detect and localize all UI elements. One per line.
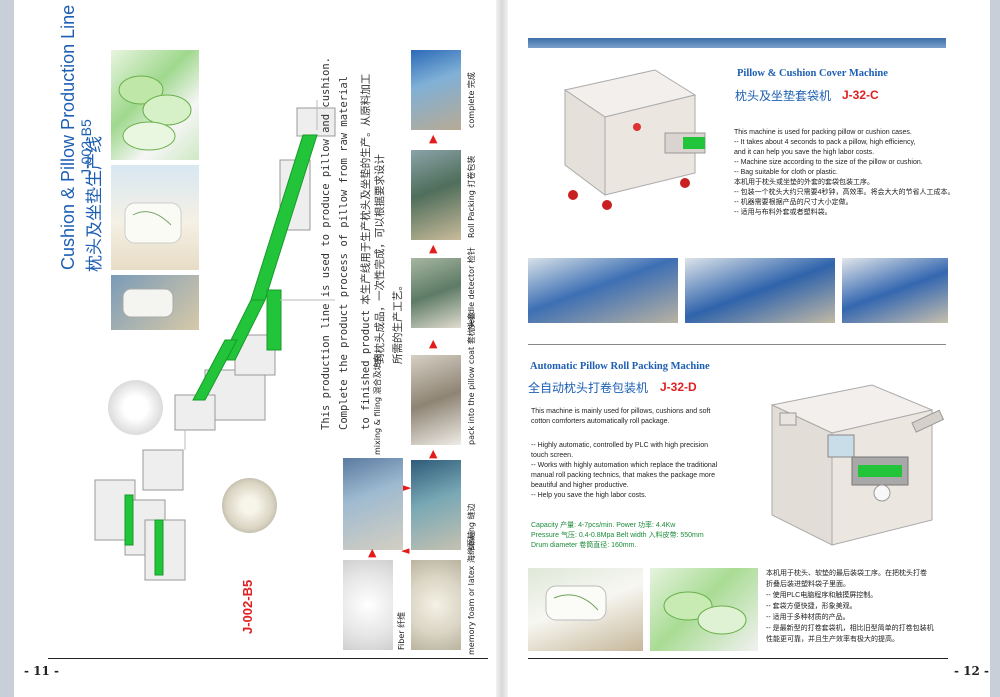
machine2-cn-text: 本机用于枕头、软垫的最后装袋工序。在把枕头打卷 折叠后装进塑料袋子里面。 -- … xyxy=(766,568,934,645)
operation-photo-3 xyxy=(842,258,948,323)
machine2-model: J-32-D xyxy=(660,380,697,394)
arrow-left-1: ◄ xyxy=(401,544,410,557)
machine2-title-en: Automatic Pillow Roll Packing Machine xyxy=(530,361,710,372)
machine2-features: -- Highly automatic, controlled by PLC w… xyxy=(531,441,717,501)
arrow-up-1: ▲ xyxy=(429,132,438,145)
desc-cn-line-3: 所需的生产工艺。 xyxy=(392,280,404,364)
production-line-illustration xyxy=(85,100,355,600)
m2-spec-1: Capacity 产量: 4-7pcs/min. Power 功率: 4.4Kw xyxy=(531,522,676,529)
fiber-ball-circle xyxy=(108,380,163,435)
step-fiber: Fiber 纤维 xyxy=(397,611,406,650)
arrow-up-2: ▲ xyxy=(429,242,438,255)
desc-en-line-1: This production line is used to produce … xyxy=(320,57,332,430)
foam-granule-circle xyxy=(222,478,277,533)
m2-feature-5: beautiful and higher productive. xyxy=(531,482,629,489)
m1-line-7: -- 包装一个枕头大约只需要4秒钟，高效率。将会大大的节省人工成本。 xyxy=(734,189,955,196)
machine1-title-en: Pillow & Cushion Cover Machine xyxy=(737,68,888,79)
step-complete: complete 完成 xyxy=(467,72,476,128)
m2-cn-4: -- 套袋方便快捷，形象美观。 xyxy=(766,603,857,610)
m2-intro-2: cotton comforters automatically roll pac… xyxy=(531,418,670,425)
m1-line-3: and it can help you save the high labor … xyxy=(734,149,875,156)
rolled-pillow-photo xyxy=(650,568,758,651)
m2-cn-3: -- 使用PLC电脑程序和触摸屏控制。 xyxy=(766,592,878,599)
book-gutter xyxy=(496,0,508,697)
step-pack: pack into the pillow coat 套枕头套 xyxy=(467,312,476,445)
pillow-on-sofa-photo xyxy=(111,165,199,270)
arrow-up-3: ▲ xyxy=(429,337,438,350)
m1-line-6: 本机用于枕头或坐垫的外套的套袋包装工序。 xyxy=(734,179,874,186)
pillow-product-photo xyxy=(528,568,643,651)
m2-feature-4: manual roll packing technics, that makes… xyxy=(531,472,716,479)
desc-cn-line-1: 本生产线用于生产枕头及坐垫的生产。从原料加工 xyxy=(360,73,372,305)
m2-feature-1: -- Highly automatic, controlled by PLC w… xyxy=(531,442,709,449)
step-memory: memory foam or latex 海绵颗粒 xyxy=(467,531,476,655)
m1-line-1: This machine is used for packing pillow … xyxy=(734,129,912,136)
right-mid-rule xyxy=(528,344,946,345)
arrow-up-5: ▲ xyxy=(368,546,377,559)
arrow-up-4: ▲ xyxy=(429,447,438,460)
machine2-specs: Capacity 产量: 4-7pcs/min. Power 功率: 4.4Kw… xyxy=(531,521,704,551)
left-model-label: J-002-B5 xyxy=(240,579,255,634)
operation-photo-1 xyxy=(528,258,678,323)
m1-line-9: -- 适用与布料外套或者塑料袋。 xyxy=(734,209,832,216)
m2-spec-2: Pressure 气压: 0.4-0.8Mpa Belt width 入料皮带:… xyxy=(531,532,704,539)
m1-line-2: -- It takes about 4 seconds to pack a pi… xyxy=(734,139,916,146)
desc-cn-line-2: 到枕头成品，一次性完成，可以根据要求设计 xyxy=(374,154,386,364)
left-title-en: Cushion & Pillow Production Line xyxy=(58,4,78,270)
arrow-right-1: ► xyxy=(403,481,412,494)
left-page-edge xyxy=(0,0,14,697)
cover-machine-image xyxy=(545,55,720,213)
machine1-title-cn: 枕头及坐垫套袋机 xyxy=(735,89,832,103)
desc-line-3: to finished product 本生产线用于生产枕头及坐垫的生产。从原料… xyxy=(354,74,373,430)
step-mixing: mixing & filing 混合及填充 xyxy=(373,354,382,455)
m2-feature-2: touch screen. xyxy=(531,452,574,459)
operation-photo-2 xyxy=(685,258,835,323)
photo-fiber xyxy=(343,560,393,650)
left-page-number: - 11 - xyxy=(24,664,60,678)
machine2-title-cn: 全自动枕头打卷包装机 xyxy=(528,381,649,395)
pillow-bedroom-photo xyxy=(111,275,199,330)
right-page-edge xyxy=(990,0,1000,697)
m2-feature-3: -- Works with highly automation which re… xyxy=(531,462,718,469)
right-footer-rule xyxy=(528,658,948,659)
m2-feature-6: -- Help you save the high labor costs. xyxy=(531,492,647,499)
machine2-intro: This machine is mainly used for pillows,… xyxy=(531,407,710,427)
machine1-description: This machine is used for packing pillow … xyxy=(734,128,955,218)
m1-line-5: -- Bag suitable for cloth or plastic. xyxy=(734,169,838,176)
photo-memory-foam xyxy=(411,560,461,650)
photo-needle-detector xyxy=(411,258,461,328)
desc-en-line-2: Complete the product process of pillow f… xyxy=(338,75,350,430)
photo-mixing xyxy=(343,458,403,550)
right-header-bar xyxy=(528,38,946,48)
pillow-pack-photo xyxy=(111,50,199,160)
m2-cn-1: 本机用于枕头、软垫的最后装袋工序。在把枕头打卷 xyxy=(766,570,927,577)
desc-en-line-3: to finished product xyxy=(360,309,372,430)
m2-cn-7: 性能更可靠，并且生产效率有极大的提高。 xyxy=(766,636,899,643)
m2-cn-5: -- 适用于多种材质的产品。 xyxy=(766,614,850,621)
step-roll: Roll Packing 打卷包装 xyxy=(467,155,476,238)
m1-line-4: -- Machine size according to the size of… xyxy=(734,159,923,166)
m2-cn-2: 折叠后装进塑料袋子里面。 xyxy=(766,581,850,588)
photo-sewing xyxy=(411,460,461,550)
m2-intro-1: This machine is mainly used for pillows,… xyxy=(531,408,711,415)
roll-packing-machine-image xyxy=(762,365,946,560)
photo-pack-coat xyxy=(411,355,461,445)
left-footer-rule xyxy=(48,658,488,659)
m2-spec-3: Drum diameter 卷筒直径: 160mm. xyxy=(531,542,637,549)
m2-cn-6: -- 是最新型的打卷套袋机，相比旧型简单的打卷包装机 xyxy=(766,625,934,632)
m1-line-8: -- 机器需要根据产品的尺寸大小定做。 xyxy=(734,199,853,206)
right-page-number: - 12 - xyxy=(954,664,990,678)
photo-complete xyxy=(411,50,461,130)
machine1-model: J-32-C xyxy=(842,88,879,102)
photo-roll-packing xyxy=(411,150,461,240)
